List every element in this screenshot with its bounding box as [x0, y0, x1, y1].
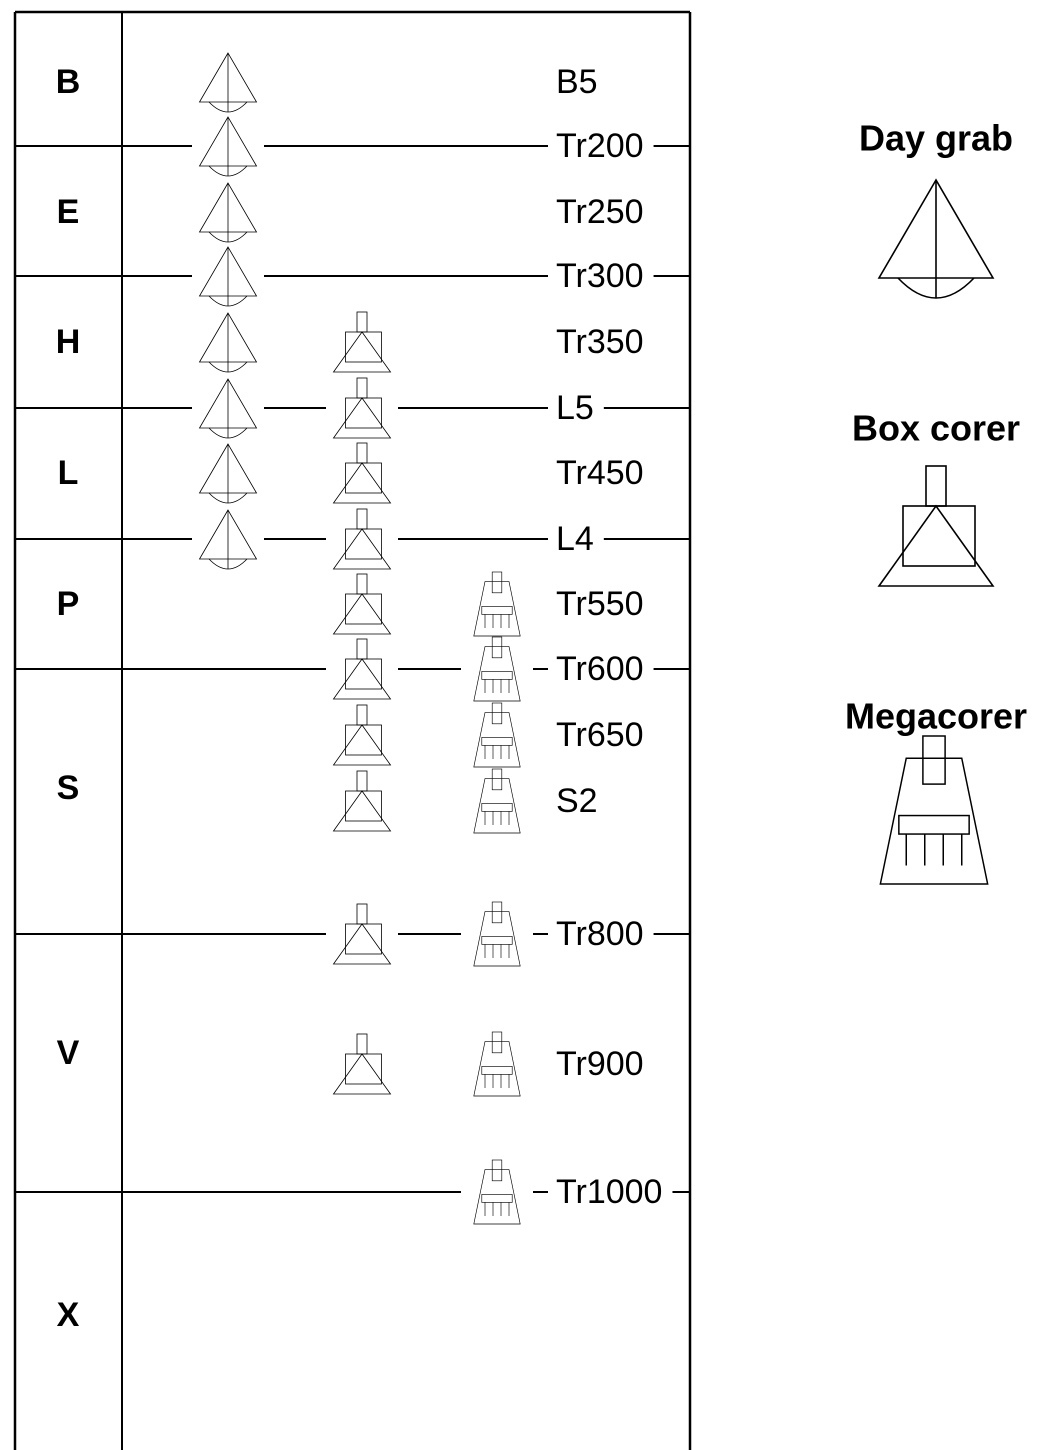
station-label-tr800: Tr800 — [556, 915, 644, 953]
box-corer-icon — [333, 508, 391, 570]
station-label-tr200: Tr200 — [556, 127, 644, 165]
legend-megacorer-icon — [879, 735, 989, 885]
zone-label-v: V — [57, 1034, 80, 1072]
station-label-tr650: Tr650 — [556, 716, 644, 754]
legend-title-megacorer: Megacorer — [845, 696, 1027, 737]
legend-title-day-grab: Day grab — [859, 118, 1013, 159]
station-label-tr250: Tr250 — [556, 193, 644, 231]
box-corer-icon — [333, 903, 391, 965]
day-grab-icon — [199, 52, 257, 113]
box-corer-icon — [333, 311, 391, 373]
station-label-tr1000: Tr1000 — [556, 1173, 662, 1211]
legend-box-corer-icon — [878, 465, 994, 587]
station-label-s2: S2 — [556, 782, 598, 820]
box-corer-icon — [333, 704, 391, 766]
legend-day-grab-icon — [878, 179, 994, 299]
day-grab-icon — [199, 182, 257, 243]
day-grab-icon — [199, 246, 257, 307]
box-corer-icon — [333, 573, 391, 635]
boundary-lines — [15, 145, 690, 1193]
station-label-tr450: Tr450 — [556, 454, 644, 492]
station-label-b5: B5 — [556, 63, 598, 101]
day-grab-icon — [199, 378, 257, 439]
zone-label-s: S — [57, 769, 80, 807]
megacorer-icon — [473, 702, 521, 768]
zone-labels: B E H L P S V X — [56, 63, 81, 1334]
station-label-tr300: Tr300 — [556, 257, 644, 295]
station-label-l5: L5 — [556, 389, 594, 427]
zone-label-x: X — [57, 1296, 80, 1334]
megacorer-icon — [473, 768, 521, 834]
day-grab-icon — [199, 443, 257, 504]
station-label-l4: L4 — [556, 520, 594, 558]
box-corer-icon — [333, 377, 391, 439]
zone-label-e: E — [57, 193, 80, 231]
station-labels: B5Tr200Tr250Tr300Tr350L5Tr450L4Tr550Tr60… — [556, 63, 662, 1211]
zone-label-h: H — [56, 323, 81, 361]
day-grab-icon — [199, 116, 257, 177]
gear-icons — [199, 52, 521, 1225]
zone-label-b: B — [56, 63, 81, 101]
station-label-tr350: Tr350 — [556, 323, 644, 361]
box-corer-icon — [333, 638, 391, 700]
zone-label-p: P — [57, 585, 80, 623]
table-frame — [13, 10, 692, 1450]
station-label-tr900: Tr900 — [556, 1045, 644, 1083]
day-grab-icon — [199, 312, 257, 373]
legend-title-box-corer: Box corer — [852, 408, 1020, 449]
day-grab-icon — [199, 509, 257, 570]
station-label-tr550: Tr550 — [556, 585, 644, 623]
megacorer-icon — [473, 571, 521, 637]
station-label-tr600: Tr600 — [556, 650, 644, 688]
megacorer-icon — [473, 1159, 521, 1225]
box-corer-icon — [333, 770, 391, 832]
zone-label-l: L — [58, 454, 79, 492]
megacorer-icon — [473, 1031, 521, 1097]
box-corer-icon — [333, 1033, 391, 1095]
megacorer-icon — [473, 901, 521, 967]
megacorer-icon — [473, 636, 521, 702]
box-corer-icon — [333, 442, 391, 504]
